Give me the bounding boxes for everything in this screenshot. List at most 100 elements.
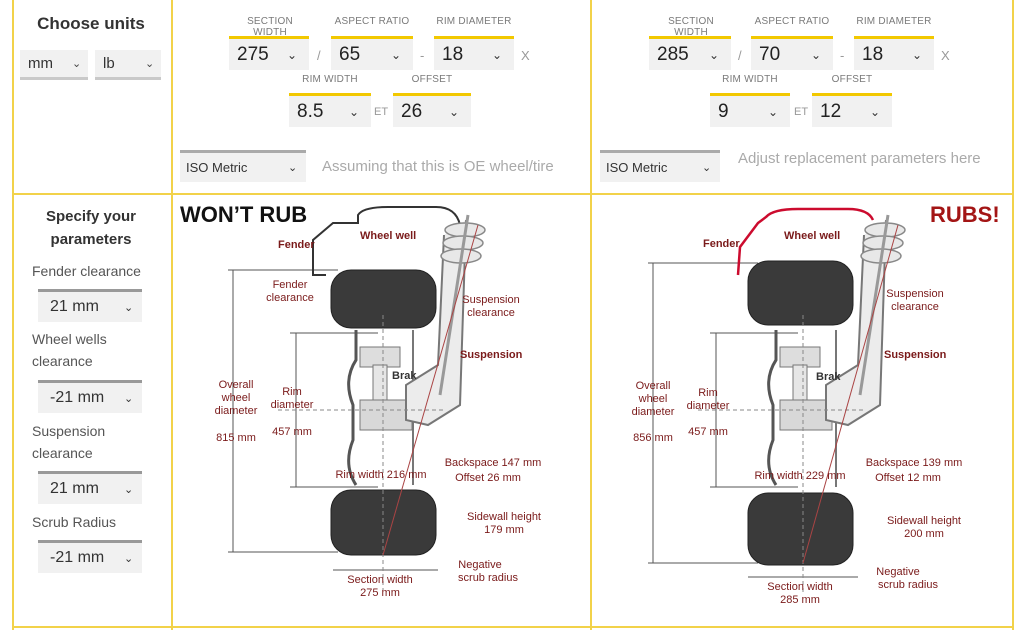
scrub-radius-label: Scrub Radius <box>32 514 117 530</box>
fender-outline <box>312 206 461 276</box>
fender-outline <box>736 207 875 276</box>
oe-rim-diameter-value: 18 <box>442 43 464 65</box>
overall-diameter-label: diameter <box>215 405 258 417</box>
chevron-down-icon: ⌄ <box>124 552 134 565</box>
rep-section-width-select[interactable]: 285 ⌄ <box>649 36 731 70</box>
wheel-rim <box>767 330 778 486</box>
suspension-clearance-label: clearance <box>467 307 515 319</box>
sidewall-value: 200 mm <box>904 528 944 540</box>
rep-aspect-ratio-value: 70 <box>759 43 781 65</box>
rep-offset-value: 12 <box>820 100 842 122</box>
brake-label: Brak <box>392 370 417 382</box>
chevron-down-icon: ⌄ <box>288 162 298 174</box>
divider <box>590 0 592 630</box>
rep-standard-value: ISO Metric <box>606 160 668 175</box>
suspension-clearance-label: Suspension <box>886 288 944 300</box>
suspension-clearance-select[interactable]: 21 mm ⌄ <box>38 471 142 504</box>
section-width-value: 275 mm <box>360 587 400 599</box>
oe-offset-select[interactable]: 26 ⌄ <box>393 93 471 127</box>
chevron-down-icon: ⌄ <box>391 47 402 62</box>
oe-rim-width-select[interactable]: 8.5 ⌄ <box>289 93 371 127</box>
oe-rim-diameter-select[interactable]: 18 ⌄ <box>434 36 514 70</box>
steering-axis-line <box>802 224 899 564</box>
rim-width-label: Rim width 229 mm <box>754 470 845 482</box>
oe-aspect-ratio-select[interactable]: 65 ⌄ <box>331 36 413 70</box>
fender-clearance-label: Fender clearance <box>32 263 141 279</box>
chevron-down-icon: ⌄ <box>72 58 82 70</box>
chevron-down-icon: ⌄ <box>811 47 822 62</box>
rim-diameter-label: diameter <box>271 399 314 411</box>
chevron-down-icon: ⌄ <box>870 104 881 119</box>
left-verdict: WON’T RUB <box>180 202 308 227</box>
rim-diameter-label: Rim <box>282 386 302 398</box>
chevron-down-icon: ⌄ <box>768 104 779 119</box>
scrub-radius-select[interactable]: -21 mm ⌄ <box>38 540 142 573</box>
rim-width-label: RIM WIDTH <box>722 74 778 85</box>
brake-caliper <box>359 346 401 368</box>
suspension-clearance-label: clearance <box>891 301 939 313</box>
overall-diameter-value: 815 mm <box>216 432 256 444</box>
sidewall-label: Sidewall height <box>887 515 961 527</box>
left-fitment-diagram: Fender Wheel well Fender clearance Suspe… <box>215 206 541 599</box>
chevron-down-icon: ⌄ <box>912 47 923 62</box>
scrub-radius-label: scrub radius <box>458 572 518 584</box>
fender-clearance-label: Fender <box>273 279 308 291</box>
rep-hint: Adjust replacement parameters here <box>738 150 981 167</box>
oe-standard-select[interactable]: ISO Metric ⌄ <box>180 150 306 182</box>
overall-diameter-label: diameter <box>632 406 675 418</box>
section-width-label: SECTION WIDTH <box>247 16 293 38</box>
et-label: ET <box>794 106 809 118</box>
chevron-down-icon: ⌄ <box>124 483 134 496</box>
scrub-radius-value: -21 mm <box>50 549 105 566</box>
fender-label: Fender <box>278 239 315 251</box>
length-unit-value: mm <box>28 55 53 72</box>
rim-diameter-value: 457 mm <box>272 426 312 438</box>
rep-rim-diameter-select[interactable]: 18 ⌄ <box>854 36 934 70</box>
rep-aspect-ratio-select[interactable]: 70 ⌄ <box>751 36 833 70</box>
brake-caliper <box>779 346 821 368</box>
wheel-well-label: Wheel well <box>360 230 416 242</box>
weight-unit-select[interactable]: lb ⌄ <box>95 50 161 80</box>
suspension-strut <box>858 214 890 396</box>
divider <box>12 0 14 630</box>
section-width-value: 285 mm <box>780 594 820 606</box>
rep-rim-width-select[interactable]: 9 ⌄ <box>710 93 790 127</box>
right-verdict: RUBS! <box>930 202 1000 227</box>
offset-label: Offset 12 mm <box>875 472 941 484</box>
suspension-clearance-value: 21 mm <box>50 480 99 497</box>
fender-clearance-value: 21 mm <box>50 298 99 315</box>
slash-separator: / <box>317 48 321 63</box>
offset-label: OFFSET <box>831 74 873 85</box>
rep-offset-select[interactable]: 12 ⌄ <box>812 93 892 127</box>
rim-diameter-label: RIM DIAMETER <box>436 16 512 27</box>
x-separator: X <box>521 48 530 63</box>
suspension-strut <box>825 219 887 427</box>
wheel-wells-clearance-select[interactable]: -21 mm ⌄ <box>38 380 142 413</box>
chevron-down-icon: ⌄ <box>492 47 503 62</box>
oe-section-width-value: 275 <box>237 43 269 65</box>
scrub-radius-label: Negative <box>458 559 501 571</box>
suspension-label: Suspension <box>460 349 523 361</box>
right-fitment-diagram: Fender Wheel well Suspension clearance S… <box>632 207 963 606</box>
fender-clearance-select[interactable]: 21 mm ⌄ <box>38 289 142 322</box>
suspension-clearance-label: Suspension clearance <box>32 423 106 461</box>
backspace-label: Backspace 139 mm <box>866 457 963 469</box>
rep-rim-diameter-value: 18 <box>862 43 884 65</box>
offset-label: OFFSET <box>411 74 453 85</box>
rep-standard-select[interactable]: ISO Metric ⌄ <box>600 150 720 182</box>
oe-offset-value: 26 <box>401 100 423 122</box>
sidewall-label: Sidewall height <box>467 511 541 523</box>
overall-diameter-label: wheel <box>221 392 251 404</box>
section-width-label: Section width <box>767 581 832 593</box>
sidewall-value: 179 mm <box>484 524 524 536</box>
section-width-label: Section width <box>347 574 412 586</box>
tire-top <box>330 269 437 329</box>
wheel-wells-clearance-label: Wheel wells clearance <box>32 331 107 369</box>
oe-rim-width-value: 8.5 <box>297 100 324 122</box>
hub <box>779 399 833 431</box>
params-title: Specify your parameters <box>45 208 137 248</box>
oe-section-width-select[interactable]: 275 ⌄ <box>229 36 309 70</box>
length-unit-select[interactable]: mm ⌄ <box>20 50 88 80</box>
scrub-radius-label: Negative <box>876 566 919 578</box>
overall-diameter-label: wheel <box>638 393 668 405</box>
